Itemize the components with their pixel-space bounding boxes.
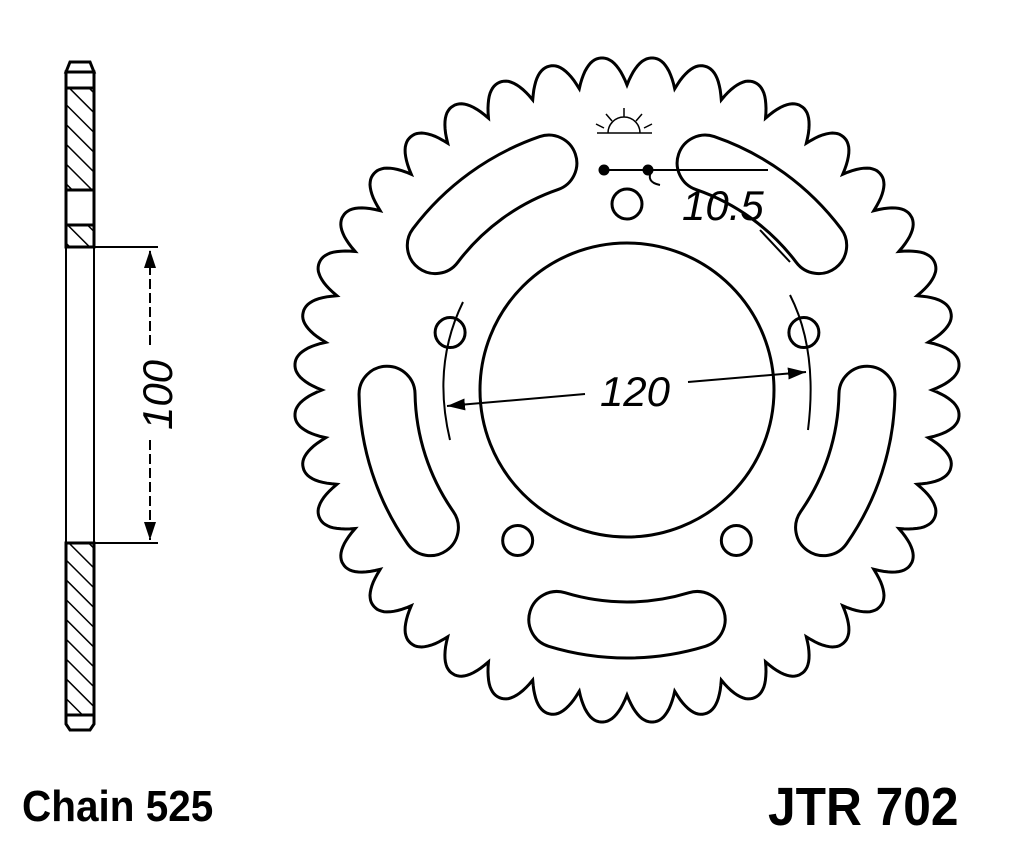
lightening-slot bbox=[405, 133, 579, 275]
sprocket-teeth-outline bbox=[293, 56, 961, 724]
bolt-hole bbox=[610, 187, 644, 221]
hatch-top bbox=[64, 86, 96, 192]
hole-dimension: 10.5 bbox=[682, 182, 764, 229]
lightening-slot bbox=[675, 133, 849, 275]
hatch-mid bbox=[64, 223, 96, 249]
center-bore bbox=[478, 241, 776, 539]
bolt-hole bbox=[433, 316, 467, 350]
chain-label: Chain 525 bbox=[22, 782, 214, 831]
hatch-bottom bbox=[64, 541, 96, 717]
lightening-slot bbox=[357, 364, 460, 558]
bottom-cap bbox=[64, 713, 96, 732]
side-profile bbox=[63, 60, 158, 732]
bore-dimension: 120 bbox=[600, 368, 671, 415]
top-cap bbox=[63, 60, 97, 90]
bolt-circle-arc-right bbox=[789, 294, 812, 431]
bolt-hole bbox=[501, 523, 535, 557]
sprocket bbox=[293, 56, 961, 724]
hub-dimension: 100 bbox=[134, 359, 181, 430]
hole-symbol bbox=[595, 108, 653, 134]
part-number: JTR 702 bbox=[768, 777, 959, 837]
lightening-slot bbox=[527, 590, 727, 660]
lightening-slot bbox=[794, 364, 897, 558]
bore-dimension-line bbox=[446, 393, 586, 411]
bolt-hole bbox=[719, 523, 753, 557]
bolt-circle-arc-left bbox=[442, 301, 464, 441]
bolt-hole bbox=[787, 316, 821, 350]
